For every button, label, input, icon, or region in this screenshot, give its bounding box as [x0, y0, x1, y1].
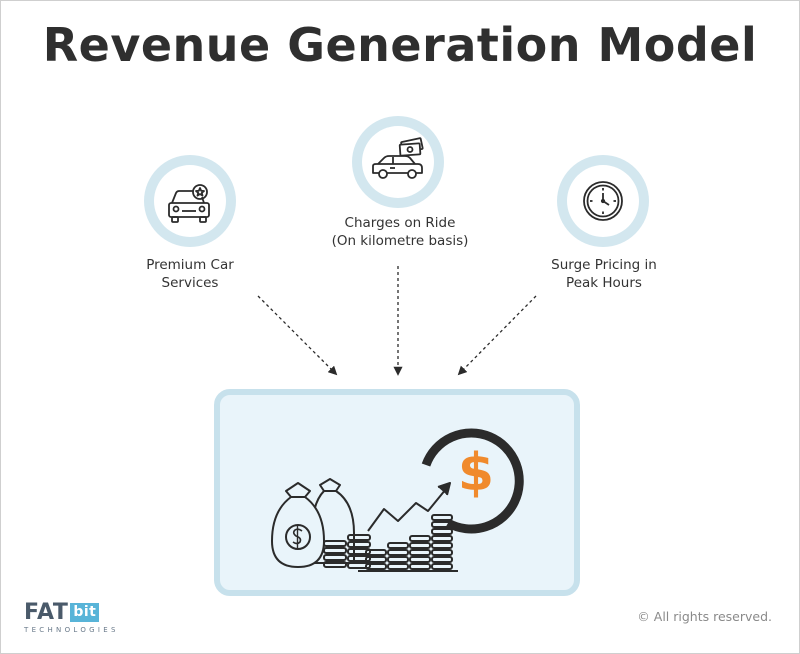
money-bags-icon — [271, 478, 371, 569]
arrow-surge-to-revenue — [457, 295, 537, 376]
rising-coin-stacks-icon — [358, 482, 458, 572]
node-premium-car-services — [144, 155, 236, 247]
logo-sub-text: TECHNOLOGIES — [24, 626, 119, 634]
node-charges-on-ride-label: Charges on Ride (On kilometre basis) — [331, 215, 469, 249]
node-charges-on-ride — [352, 116, 444, 208]
logo-main-text: FAT — [24, 600, 69, 625]
clock-icon — [583, 181, 623, 221]
node-surge-pricing-label: Surge Pricing in Peak Hours — [551, 257, 657, 291]
revenue-illustration: $ — [271, 428, 524, 572]
logo-bit-text: bit — [70, 603, 100, 622]
page-title: Revenue Generation Model — [42, 18, 758, 72]
dollar-cycle-icon — [421, 428, 524, 534]
node-surge-pricing — [557, 155, 649, 247]
dollar-sign: $ — [458, 443, 494, 503]
arrow-premium-to-revenue — [257, 295, 338, 376]
node-premium-car-services-label: Premium Car Services — [146, 257, 234, 291]
car-with-cash-icon — [372, 137, 424, 179]
copyright-text: © All rights reserved. — [637, 609, 772, 624]
revenue-hub: $ — [214, 389, 580, 596]
premium-car-icon — [168, 184, 210, 223]
fatbit-logo: FAT bit TECHNOLOGIES — [24, 600, 119, 634]
